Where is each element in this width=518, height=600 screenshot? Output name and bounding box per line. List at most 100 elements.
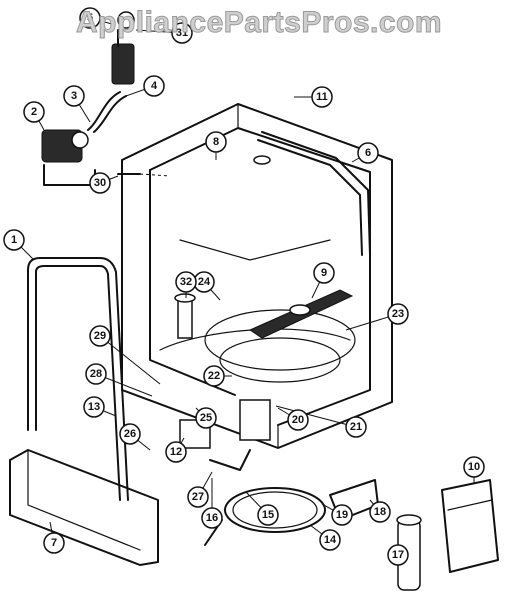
callout-24[interactable]: 24 xyxy=(193,271,215,293)
callout-circle xyxy=(203,365,225,387)
kick-plate-part xyxy=(9,449,159,566)
callout-circle xyxy=(319,529,341,551)
callout-6[interactable]: 6 xyxy=(357,142,379,164)
callout-18[interactable]: 18 xyxy=(369,501,391,523)
callout-circle xyxy=(331,504,353,526)
callout-circle xyxy=(165,441,187,463)
callout-number: 19 xyxy=(336,509,348,521)
callout-circle xyxy=(195,407,217,429)
callout-8[interactable]: 8 xyxy=(205,131,227,153)
callout-circle xyxy=(287,409,309,431)
callout-leader-21 xyxy=(275,405,357,428)
callout-9[interactable]: 9 xyxy=(313,262,335,284)
callout-circle xyxy=(257,504,279,526)
callout-2[interactable]: 2 xyxy=(23,101,45,123)
callout-circle xyxy=(63,85,85,107)
callout-1[interactable]: 1 xyxy=(3,229,25,251)
top-rail-part xyxy=(253,131,371,256)
callout-number: 24 xyxy=(198,276,211,288)
door-gasket-part xyxy=(27,257,129,501)
callout-number: 25 xyxy=(200,412,212,424)
callout-28[interactable]: 28 xyxy=(85,363,107,385)
callout-number: 5 xyxy=(87,12,93,24)
callout-number: 10 xyxy=(468,461,480,473)
callout-31[interactable]: 31 xyxy=(171,22,193,44)
callout-number: 4 xyxy=(151,80,158,92)
callout-leader-29 xyxy=(99,335,161,385)
callout-number: 32 xyxy=(180,276,192,288)
callout-circle xyxy=(313,262,335,284)
callout-number: 18 xyxy=(374,506,386,518)
callout-number: 1 xyxy=(11,234,17,246)
callout-number: 21 xyxy=(350,421,362,433)
callout-circle xyxy=(205,131,227,153)
callout-circle xyxy=(79,7,101,29)
callout-10[interactable]: 10 xyxy=(463,456,485,478)
callout-circle xyxy=(119,423,141,445)
spray-arm-part xyxy=(204,289,356,371)
callout-15[interactable]: 15 xyxy=(257,504,279,526)
callout-number: 28 xyxy=(90,368,102,380)
callout-13[interactable]: 13 xyxy=(83,396,105,418)
callout-circle xyxy=(23,101,45,123)
screw-part xyxy=(117,173,171,177)
callout-circle xyxy=(85,363,107,385)
callout-number: 16 xyxy=(206,512,218,524)
callout-circle xyxy=(201,507,223,529)
callout-19[interactable]: 19 xyxy=(331,504,353,526)
callout-17[interactable]: 17 xyxy=(387,544,409,566)
callout-number: 31 xyxy=(176,27,188,39)
callout-22[interactable]: 22 xyxy=(203,365,225,387)
callout-3[interactable]: 3 xyxy=(63,85,85,107)
callout-11[interactable]: 11 xyxy=(311,86,333,108)
callout-number: 23 xyxy=(392,308,404,320)
callout-number: 13 xyxy=(88,401,100,413)
dishwasher-tub xyxy=(121,103,393,449)
callout-16[interactable]: 16 xyxy=(201,507,223,529)
callout-number: 26 xyxy=(124,428,136,440)
callout-30[interactable]: 30 xyxy=(89,172,111,194)
callout-12[interactable]: 12 xyxy=(165,441,187,463)
callout-circle xyxy=(187,486,209,508)
fill-funnel-part xyxy=(111,11,135,85)
callout-26[interactable]: 26 xyxy=(119,423,141,445)
callout-circle xyxy=(345,416,367,438)
callout-number: 14 xyxy=(324,534,337,546)
callout-number: 8 xyxy=(213,136,219,148)
callout-25[interactable]: 25 xyxy=(195,407,217,429)
callout-circle xyxy=(3,229,25,251)
callout-21[interactable]: 21 xyxy=(345,416,367,438)
callout-number: 30 xyxy=(94,177,106,189)
callout-23[interactable]: 23 xyxy=(387,303,409,325)
float-part xyxy=(174,293,196,339)
callout-layer: 1234567891011121314151617181920212223242… xyxy=(3,7,485,566)
callout-circle xyxy=(89,325,111,347)
callout-number: 17 xyxy=(392,549,404,561)
callout-5[interactable]: 5 xyxy=(79,7,101,29)
callout-number: 12 xyxy=(170,446,182,458)
callout-number: 20 xyxy=(292,414,304,426)
callout-circle xyxy=(357,142,379,164)
callout-29[interactable]: 29 xyxy=(89,325,111,347)
callout-number: 22 xyxy=(208,370,220,382)
callout-20[interactable]: 20 xyxy=(287,409,309,431)
callout-7[interactable]: 7 xyxy=(43,532,65,554)
callout-27[interactable]: 27 xyxy=(187,486,209,508)
callout-number: 27 xyxy=(192,491,204,503)
callout-circle xyxy=(369,501,391,523)
callout-number: 2 xyxy=(31,106,37,118)
callout-circle xyxy=(171,22,193,44)
sump-assembly-part xyxy=(179,337,341,471)
callout-14[interactable]: 14 xyxy=(319,529,341,551)
callout-number: 3 xyxy=(71,90,77,102)
callout-4[interactable]: 4 xyxy=(143,75,165,97)
housing-part xyxy=(441,479,499,573)
callout-circle xyxy=(311,86,333,108)
callout-circle xyxy=(89,172,111,194)
callout-number: 9 xyxy=(321,267,327,279)
callout-number: 6 xyxy=(365,147,371,159)
callout-circle xyxy=(387,303,409,325)
callout-32[interactable]: 32 xyxy=(175,271,197,293)
